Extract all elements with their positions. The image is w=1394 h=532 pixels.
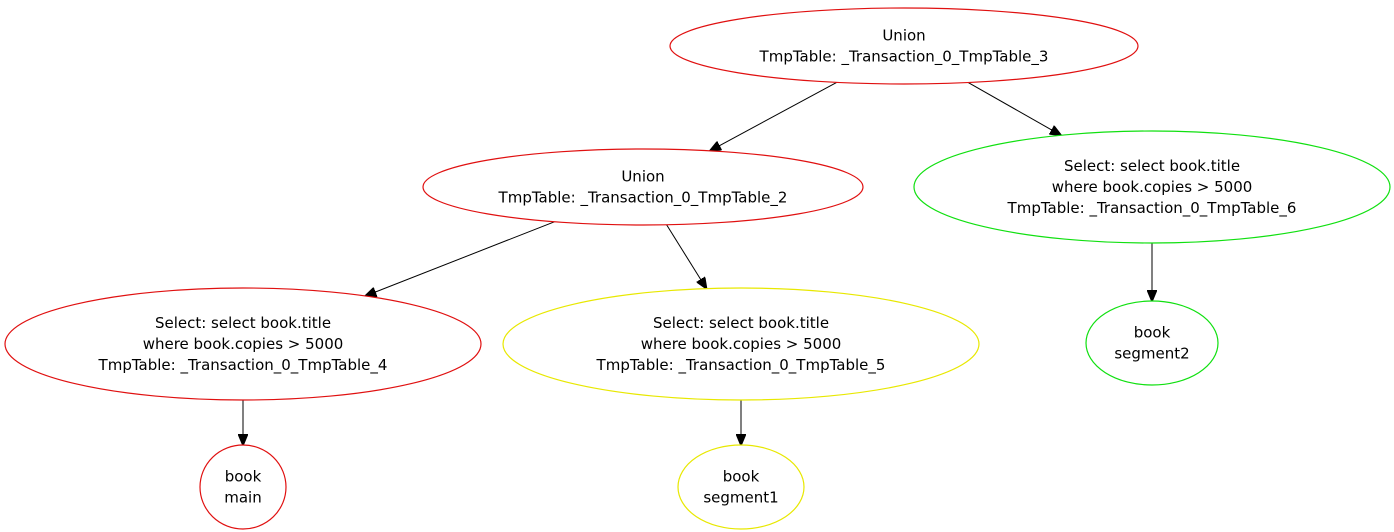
node-select6: Select: select book.title where book.copi… [913, 130, 1391, 244]
edge-union2-to-select4 [365, 221, 555, 296]
node-label: TmpTable: _Transaction_0_TmpTable_2 [498, 189, 788, 208]
node-select5: Select: select book.title where book.copi… [502, 287, 980, 401]
node-label: Union [882, 27, 925, 45]
node-shape-select5 [502, 287, 980, 401]
node-shape-book-main [199, 444, 287, 530]
node-shape-book-segment1 [677, 444, 805, 530]
edge-union3-to-select6 [968, 82, 1061, 136]
node-label: book [723, 468, 760, 486]
node-shape-book-segment2 [1085, 300, 1219, 386]
edge-union2-to-select5 [666, 224, 707, 289]
node-label: book [225, 468, 262, 486]
node-shape-select6 [913, 130, 1391, 244]
node-label: where book.copies > 5000 [641, 335, 842, 353]
node-label: TmpTable: _Transaction_0_TmpTable_5 [596, 356, 886, 375]
node-book-segment1: book segment1 [677, 444, 805, 530]
node-label: Select: select book.title [653, 314, 829, 332]
node-label: where book.copies > 5000 [1052, 178, 1253, 196]
node-book-main: book main [199, 444, 287, 530]
edges [243, 81, 1152, 445]
node-label: TmpTable: _Transaction_0_TmpTable_6 [1007, 199, 1297, 218]
node-select4: Select: select book.title where book.copi… [4, 287, 482, 401]
edge-union3-to-union2 [710, 81, 837, 150]
node-book-segment2: book segment2 [1085, 300, 1219, 386]
node-label: book [1134, 324, 1171, 342]
node-shape-select4 [4, 287, 482, 401]
node-label: Select: select book.title [1064, 157, 1240, 175]
node-shape-union3 [669, 7, 1139, 85]
node-label: main [224, 489, 261, 507]
node-label: Union [621, 168, 664, 186]
node-shape-union2 [422, 148, 864, 226]
node-label: TmpTable: _Transaction_0_TmpTable_3 [759, 48, 1049, 67]
node-label: segment1 [703, 489, 778, 507]
node-label: Select: select book.title [155, 314, 331, 332]
node-label: where book.copies > 5000 [143, 335, 344, 353]
node-label: segment2 [1114, 345, 1189, 363]
node-label: TmpTable: _Transaction_0_TmpTable_4 [98, 356, 388, 375]
